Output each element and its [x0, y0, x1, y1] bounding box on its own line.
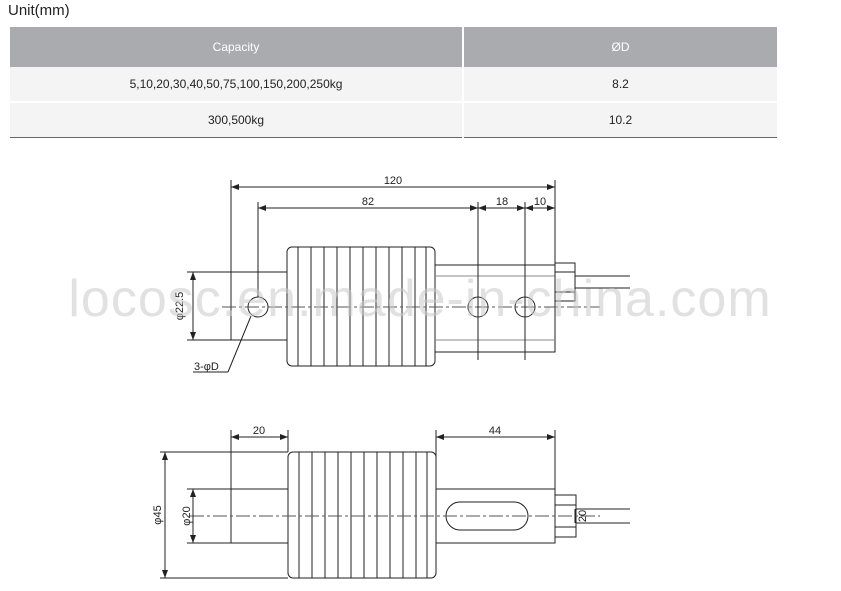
unit-label: Unit(mm) [8, 2, 70, 19]
col-header-diameter: ØD [463, 27, 777, 67]
side-view [160, 430, 630, 579]
side-view-labels: 20 44 φ45 φ20 20 [152, 425, 589, 526]
table-row: 300,500kg 10.2 [10, 102, 777, 138]
dim-phi-20: φ20 [181, 506, 193, 525]
bellows-body-side [287, 451, 437, 579]
dim-22-5: φ22.5 [174, 292, 186, 321]
dim-18: 18 [496, 196, 508, 208]
col-header-capacity: Capacity [10, 27, 464, 67]
watermark: locosc.en.made-in-china.com [68, 270, 771, 328]
dim-phi-45: φ45 [152, 505, 164, 524]
table-cell-diameter: 10.2 [463, 102, 777, 138]
top-view-labels: 120 82 18 10 φ22.5 3-φD [174, 175, 546, 373]
table-header-row: Capacity ØD [10, 27, 777, 67]
capacity-table: Capacity ØD 5,10,20,30,40,50,75,100,150,… [10, 27, 777, 138]
dim-10: 10 [534, 196, 546, 208]
top-view [187, 180, 630, 373]
table-row: 5,10,20,30,40,50,75,100,150,200,250kg 8.… [10, 67, 777, 103]
dim-120: 120 [384, 175, 402, 187]
bellows-fins-side [298, 452, 428, 578]
dim-20-end: 20 [253, 425, 265, 437]
dim-cable-20: 20 [577, 510, 589, 522]
table-cell-diameter: 8.2 [463, 67, 777, 103]
dim-82: 82 [362, 196, 374, 208]
table-cell-capacity: 5,10,20,30,40,50,75,100,150,200,250kg [10, 67, 464, 103]
table-cell-capacity: 300,500kg [10, 102, 464, 138]
dim-44: 44 [489, 425, 501, 437]
dim-3-holes: 3-φD [194, 361, 219, 373]
